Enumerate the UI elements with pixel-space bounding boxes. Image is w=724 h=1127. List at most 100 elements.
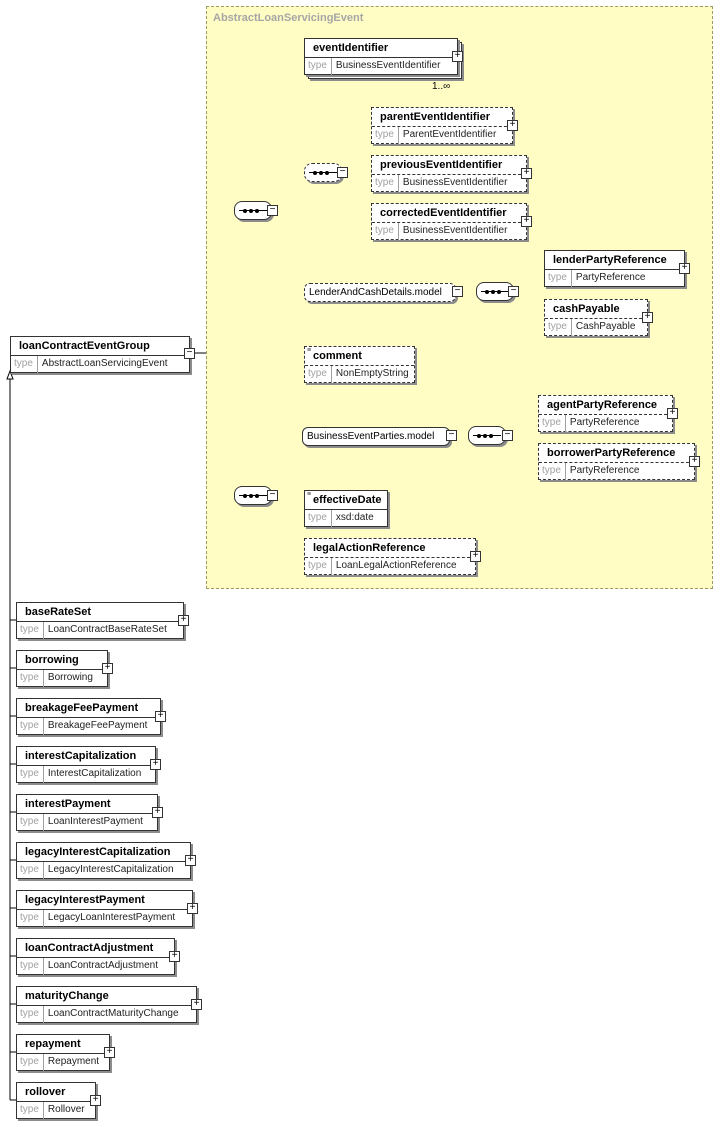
sequence-icon xyxy=(481,290,509,294)
element-name: interestCapitalization xyxy=(25,750,137,762)
expand-toggle[interactable]: + xyxy=(452,51,463,62)
business-event-parties-model-ref[interactable]: BusinessEventParties.model xyxy=(302,427,450,446)
expand-toggle[interactable]: + xyxy=(178,615,189,626)
collapse-toggle[interactable]: − xyxy=(184,348,195,359)
expand-toggle[interactable]: + xyxy=(507,120,518,131)
expand-toggle[interactable]: + xyxy=(667,408,678,419)
expand-toggle[interactable]: + xyxy=(152,807,163,818)
element-type: InterestCapitalization xyxy=(47,768,142,779)
element-name: parentEventIdentifier xyxy=(380,111,491,123)
expand-toggle[interactable]: + xyxy=(169,951,180,962)
expand-toggle[interactable]: + xyxy=(102,663,113,674)
sequence-icon xyxy=(473,434,501,438)
collapse-toggle[interactable]: − xyxy=(267,490,278,501)
type-label: type xyxy=(17,814,44,831)
documentation-icon: ≡ xyxy=(307,347,312,354)
collapse-toggle[interactable]: − xyxy=(502,430,513,441)
element-name: effectiveDate xyxy=(313,494,382,506)
sequence-compositor-parties xyxy=(468,426,506,445)
cardinality-label: 1..∞ xyxy=(432,81,451,92)
element-type: CashPayable xyxy=(575,321,636,332)
element-name: maturityChange xyxy=(25,990,109,1002)
element-name: eventIdentifier xyxy=(313,42,389,54)
element-type: BusinessEventIdentifier xyxy=(402,225,508,236)
collapse-toggle[interactable]: − xyxy=(452,286,463,297)
element-type: LoanLegalActionReference xyxy=(335,560,457,571)
root-element-name: loanContractEventGroup xyxy=(19,340,150,352)
type-label: type xyxy=(372,175,399,192)
type-label: type xyxy=(372,223,399,240)
lender-and-cash-details-model-ref[interactable]: LenderAndCashDetails.model xyxy=(304,283,456,302)
expand-toggle[interactable]: + xyxy=(521,168,532,179)
element-type: PartyReference xyxy=(569,465,640,476)
type-label: type xyxy=(17,670,44,687)
type-label: type xyxy=(17,622,44,639)
expand-toggle[interactable]: + xyxy=(521,216,532,227)
element-type: Borrowing xyxy=(47,672,93,683)
expand-toggle[interactable]: + xyxy=(470,551,481,562)
type-label: type xyxy=(305,366,332,383)
element-type: BreakageFeePayment xyxy=(47,720,148,731)
element-type: LegacyLoanInterestPayment xyxy=(47,912,176,923)
collapse-toggle[interactable]: − xyxy=(337,167,348,178)
type-label: type xyxy=(17,1054,44,1071)
collapse-toggle[interactable]: − xyxy=(267,205,278,216)
type-label: type xyxy=(11,356,38,373)
type-label: type xyxy=(545,319,572,336)
sequence-icon xyxy=(239,494,267,498)
expand-toggle[interactable]: + xyxy=(191,999,202,1010)
expand-toggle[interactable]: + xyxy=(104,1047,115,1058)
expand-toggle[interactable]: + xyxy=(155,711,166,722)
element-name: previousEventIdentifier xyxy=(380,159,503,171)
element-name: cashPayable xyxy=(553,303,620,315)
element-name: correctedEventIdentifier xyxy=(380,207,507,219)
root-element-type: AbstractLoanServicingEvent xyxy=(41,358,168,369)
sequence-icon xyxy=(309,171,337,175)
expand-toggle[interactable]: + xyxy=(187,903,198,914)
expand-toggle[interactable]: + xyxy=(689,456,700,467)
element-type: BusinessEventIdentifier xyxy=(402,177,508,188)
collapse-toggle[interactable]: − xyxy=(446,430,457,441)
element-type: LoanContractBaseRateSet xyxy=(47,624,167,635)
element-name: legacyInterestCapitalization xyxy=(25,846,171,858)
type-label: type xyxy=(372,127,399,144)
expand-toggle[interactable]: + xyxy=(679,263,690,274)
element-name: repayment xyxy=(25,1038,81,1050)
type-label: type xyxy=(17,958,44,975)
expand-toggle[interactable]: + xyxy=(642,312,653,323)
expand-toggle[interactable]: + xyxy=(90,1095,101,1106)
collapse-toggle[interactable]: − xyxy=(508,286,519,297)
type-label: type xyxy=(17,718,44,735)
expand-toggle[interactable]: + xyxy=(150,759,161,770)
expand-toggle[interactable]: + xyxy=(185,855,196,866)
element-name: agentPartyReference xyxy=(547,399,658,411)
element-type: Rollover xyxy=(47,1104,85,1115)
element-name: loanContractAdjustment xyxy=(25,942,154,954)
type-label: type xyxy=(17,910,44,927)
element-type: LoanContractMaturityChange xyxy=(47,1008,179,1019)
type-label: type xyxy=(545,270,572,287)
